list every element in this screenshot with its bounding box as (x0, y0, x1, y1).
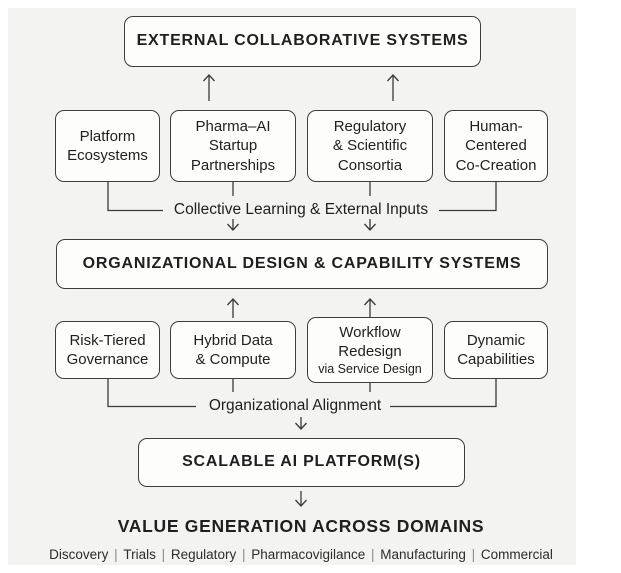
regulatory-scientific-consortia-label: Regulatory & Scientific Consortia (332, 118, 408, 174)
human-centered-co-creation-label: Human- Centered Co-Creation (455, 118, 537, 174)
external-collaborative-systems-box: EXTERNAL COLLABORATIVE SYSTEMS (124, 16, 481, 67)
domain-item: Commercial (480, 547, 553, 562)
domain-item: Trials (123, 547, 156, 562)
hybrid-data-compute-label: Hybrid Data & Compute (193, 331, 273, 368)
domain-separator: | (157, 547, 169, 562)
domain-item: Regulatory (170, 547, 237, 562)
domain-item: Pharmacovigilance (251, 547, 366, 562)
regulatory-scientific-consortia-box: Regulatory & Scientific Consortia (307, 110, 433, 182)
external-collaborative-systems-label: EXTERNAL COLLABORATIVE SYSTEMS (136, 32, 469, 50)
domain-item: Discovery (49, 547, 109, 562)
pharma-ai-startup-partnerships-label: Pharma–AI Startup Partnerships (190, 118, 276, 174)
domain-separator: | (110, 547, 122, 562)
domain-item: Manufacturing (380, 547, 466, 562)
dynamic-capabilities-label: Dynamic Capabilities (457, 331, 535, 368)
organizational-design-capability-systems-box: ORGANIZATIONAL DESIGN & CAPABILITY SYSTE… (56, 239, 548, 289)
hybrid-data-compute-box: Hybrid Data & Compute (170, 321, 296, 379)
via-service-design-label: via Service Design (318, 362, 422, 377)
workflow-redesign-label: Workflow Redesign (338, 323, 402, 360)
platform-ecosystems-box: Platform Ecosystems (55, 110, 160, 182)
scalable-ai-platforms-box: SCALABLE AI PLATFORM(S) (138, 438, 465, 487)
risk-tiered-governance-label: Risk-Tiered Governance (66, 331, 149, 368)
human-centered-co-creation-box: Human- Centered Co-Creation (444, 110, 548, 182)
value-generation-heading: VALUE GENERATION ACROSS DOMAINS (117, 516, 485, 536)
domain-separator: | (367, 547, 379, 562)
platform-ecosystems-label: Platform Ecosystems (67, 127, 148, 164)
dynamic-capabilities-box: Dynamic Capabilities (444, 321, 548, 379)
organizational-design-capability-systems-label: ORGANIZATIONAL DESIGN & CAPABILITY SYSTE… (82, 254, 522, 272)
workflow-redesign-box: Workflow Redesign via Service Design (307, 317, 433, 383)
organizational-alignment-label: Organizational Alignment (208, 397, 382, 414)
risk-tiered-governance-box: Risk-Tiered Governance (55, 321, 160, 379)
domain-separator: | (238, 547, 250, 562)
domains-list: Discovery | Trials | Regulatory | Pharma… (49, 547, 553, 562)
domain-separator: | (467, 547, 479, 562)
scalable-ai-platforms-label: SCALABLE AI PLATFORM(S) (182, 453, 421, 471)
collective-learning-label: Collective Learning & External Inputs (173, 201, 429, 218)
pharma-ai-startup-partnerships-box: Pharma–AI Startup Partnerships (170, 110, 296, 182)
